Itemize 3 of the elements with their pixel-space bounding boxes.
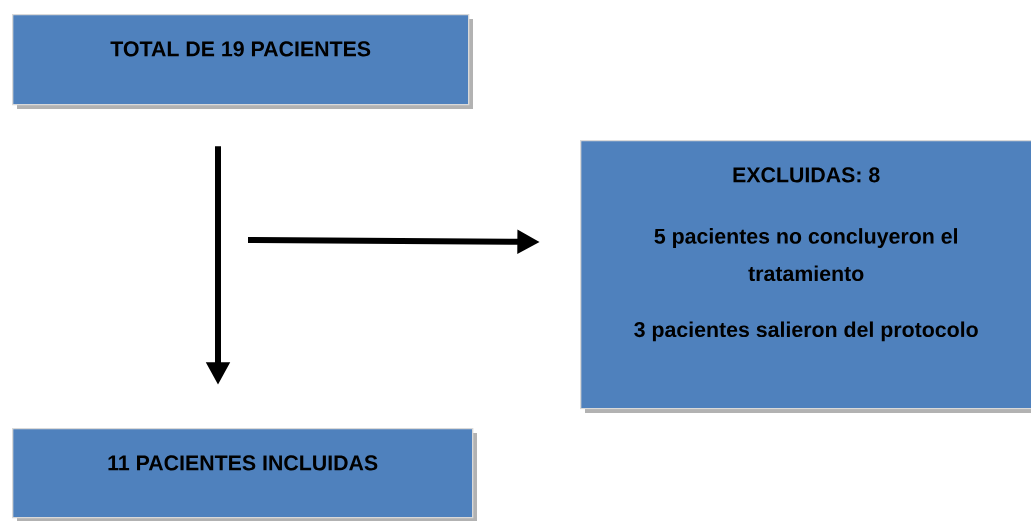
process-box: EXCLUIDAS: 8 5 pacientes no concluyeron el tratamiento 3 pacientes salieron del protocolo [580, 140, 1031, 413]
process-box: 11 PACIENTES INCLUIDAS [12, 428, 477, 521]
process-box: TOTAL DE 19 PACIENTES [12, 14, 473, 109]
